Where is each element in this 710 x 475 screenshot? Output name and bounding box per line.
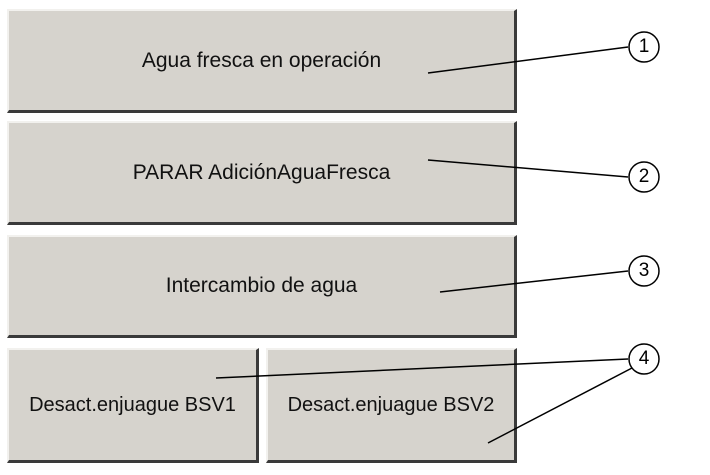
deactivate-rinse-bsv2-button[interactable]: Desact.enjuague BSV2	[266, 348, 517, 463]
callout-label-1: 1	[638, 36, 650, 57]
stop-fresh-water-addition-button[interactable]: PARAR AdiciónAguaFresca	[7, 121, 517, 225]
fresh-water-operation-button[interactable]: Agua fresca en operación	[7, 9, 517, 113]
callout-label-3: 3	[638, 260, 650, 281]
water-exchange-button[interactable]: Intercambio de agua	[7, 235, 517, 338]
deactivate-rinse-bsv1-button[interactable]: Desact.enjuague BSV1	[7, 348, 259, 463]
callout-label-2: 2	[638, 166, 650, 187]
callout-label-4: 4	[638, 348, 650, 369]
